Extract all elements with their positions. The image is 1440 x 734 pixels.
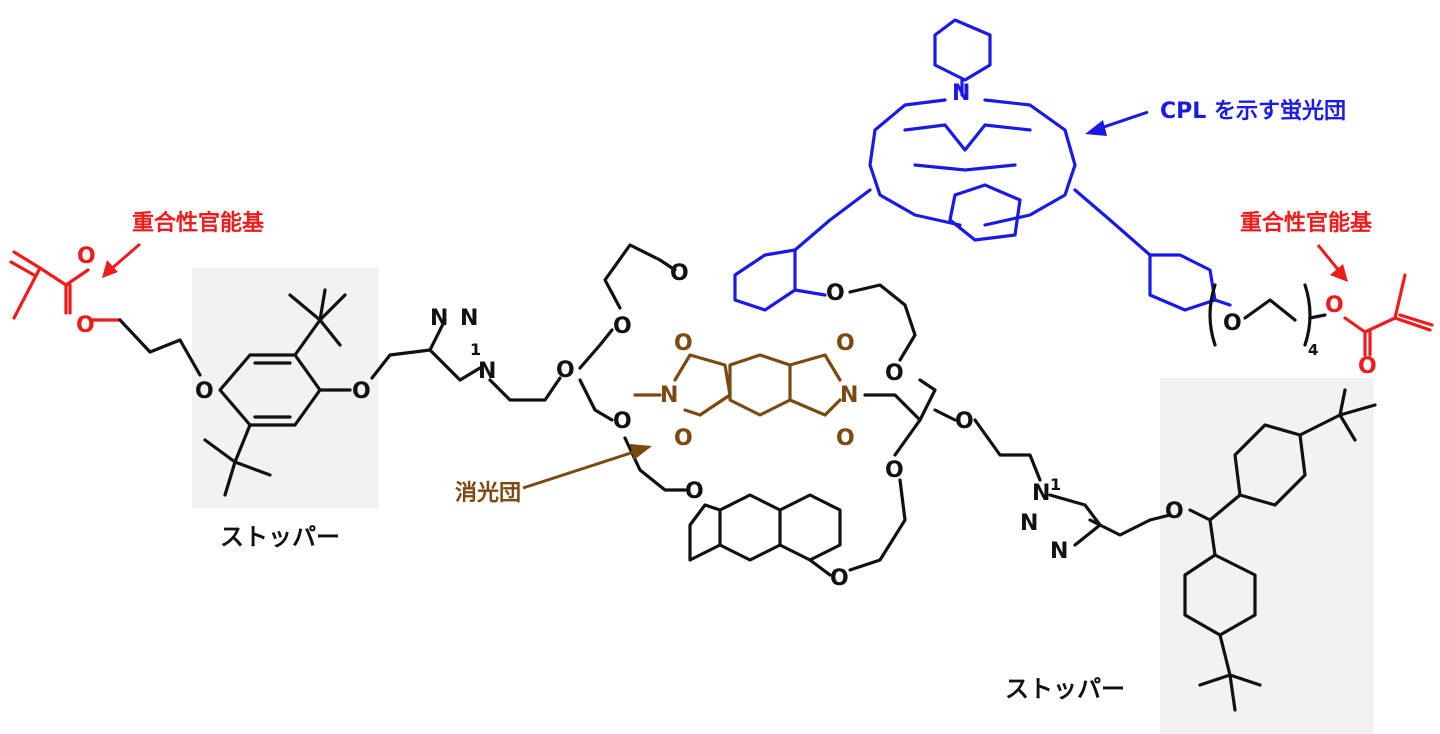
- locant: 1: [470, 340, 481, 359]
- stopper-box-right: [1160, 378, 1374, 734]
- atom-o: O: [195, 379, 214, 404]
- atom-o: O: [836, 331, 855, 356]
- peg-chain: O 4: [1208, 283, 1327, 359]
- atom-n: N: [840, 383, 858, 408]
- atom-n: N: [1032, 481, 1050, 506]
- repeat-count: 4: [1308, 341, 1318, 359]
- atom-n: N: [430, 306, 448, 331]
- atom-o: O: [77, 244, 96, 269]
- atom-o: O: [830, 566, 849, 591]
- atom-o: O: [836, 426, 855, 451]
- polymerizable-label-left: 重合性官能基: [132, 210, 265, 236]
- polymerizable-label-right: 重合性官能基: [1240, 210, 1373, 236]
- atom-n: N: [1050, 539, 1068, 564]
- atom-o: O: [1358, 354, 1377, 379]
- atom-o: O: [1165, 499, 1184, 524]
- atom-o: O: [1325, 293, 1344, 318]
- stopper-label-left: ストッパー: [220, 523, 340, 551]
- stopper-label-right: ストッパー: [1005, 675, 1125, 703]
- atom-o: O: [674, 331, 693, 356]
- annotation-cpl: CPL を示す蛍光団: [1085, 98, 1346, 136]
- atom-o: O: [955, 409, 974, 434]
- atom-o: O: [1223, 311, 1242, 336]
- methacrylate-right: O O: [1325, 273, 1434, 379]
- annotation-quencher: 消光団: [455, 444, 652, 506]
- atom-o: O: [885, 361, 904, 386]
- atom-n: N: [660, 383, 678, 408]
- crown-ether-left: O O O O: [578, 243, 704, 504]
- helicene-fluorophore: N: [733, 18, 1232, 312]
- atom-o: O: [885, 458, 904, 483]
- atom-o: O: [352, 379, 371, 404]
- atom-o: O: [613, 314, 632, 339]
- crown-ether-right: O O O: [826, 281, 1042, 482]
- atom-o: O: [670, 261, 689, 286]
- atom-n: N: [1020, 511, 1038, 536]
- atom-o: O: [685, 479, 704, 504]
- locant: 1: [1050, 475, 1061, 494]
- cpl-fluorophore-label: CPL を示す蛍光団: [1160, 98, 1346, 124]
- atom-o: O: [556, 358, 575, 383]
- quencher-label: 消光団: [455, 481, 521, 506]
- annotation-polymerizable-right: 重合性官能基: [1240, 210, 1373, 282]
- atom-o: O: [76, 313, 95, 338]
- atom-n: N: [952, 81, 970, 106]
- left-stopper-structure: O O: [118, 288, 432, 497]
- atom-o: O: [674, 426, 693, 451]
- right-stopper-structure: [1183, 388, 1377, 712]
- annotation-polymerizable-left: 重合性官能基: [102, 210, 265, 278]
- atom-o: O: [613, 409, 632, 434]
- naphthalene: O O: [688, 458, 907, 591]
- atom-o: O: [826, 281, 845, 306]
- atom-n: N: [460, 306, 478, 331]
- triazole-right: N 1 N N O: [1020, 475, 1184, 564]
- triazole-left: N N N 1 O: [428, 306, 575, 402]
- pyromellitic-diimide: N O O N O O: [633, 331, 922, 451]
- atom-n: N: [478, 359, 496, 384]
- methacrylate-left: O O: [9, 244, 122, 338]
